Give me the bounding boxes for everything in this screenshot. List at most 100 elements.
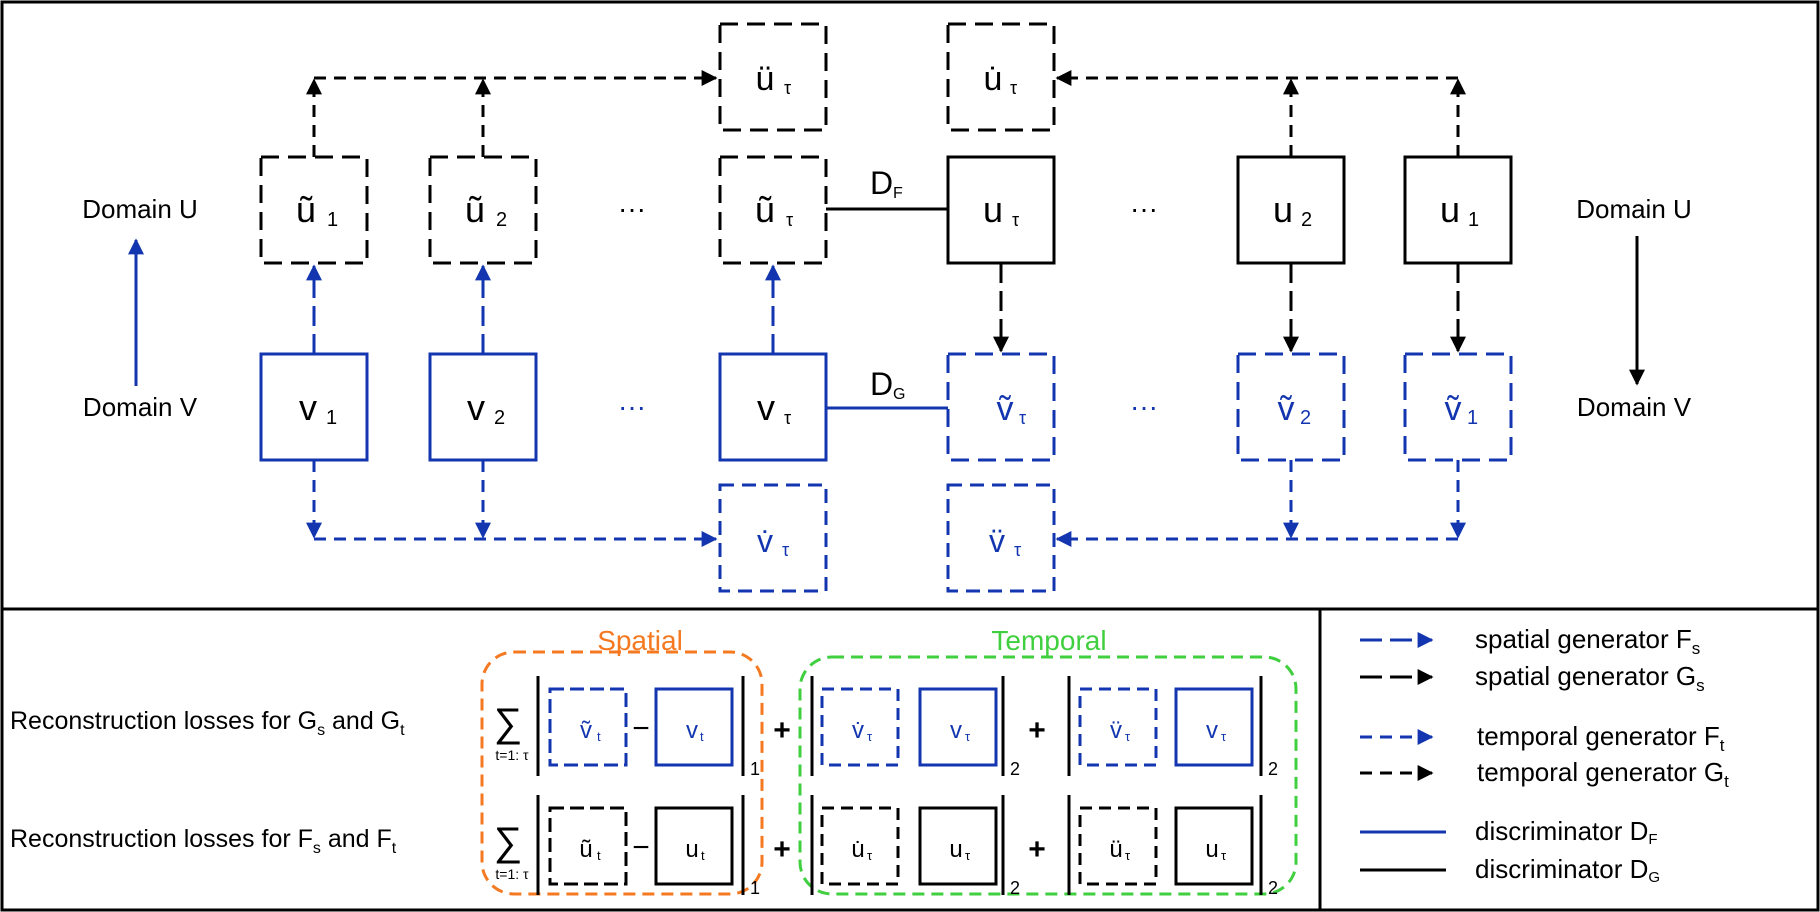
row2-box-u-dot-sub: τ	[867, 848, 873, 863]
legend: spatial generator F s spatial generator G…	[1360, 624, 1729, 886]
dg-label-main: D	[870, 366, 893, 402]
row2-box-u-a-sub: τ	[965, 848, 971, 863]
row1-norm2b-sub: 2	[1268, 759, 1278, 779]
row1-box-vt-main: v	[686, 717, 698, 744]
svg-text:discriminator DG: discriminator DG	[1475, 854, 1660, 886]
row2-norm2a-sub: 2	[1010, 878, 1020, 898]
row1-label-prefix: Reconstruction losses for G	[10, 707, 317, 735]
row1-norm1-sub: 1	[750, 759, 760, 779]
row2-label-s: s	[313, 840, 321, 857]
row1-plus-1: +	[773, 714, 791, 747]
legend-df-label: discriminator D	[1475, 816, 1648, 846]
box-u-1: u 1	[1403, 155, 1513, 265]
legend-temporal-g-sub: t	[1724, 772, 1729, 791]
row2-label-t: t	[392, 840, 397, 857]
box-v-ddot-tau-sub: τ	[1014, 540, 1021, 560]
row1-box-v-ddot-sub: τ	[1125, 729, 1131, 744]
domain-v-left-label: Domain V	[83, 392, 198, 422]
ellipsis-v-left: ···	[618, 391, 646, 422]
legend-spatial-g-sub: s	[1696, 676, 1705, 695]
temporal-g-arrows	[306, 70, 1466, 157]
svg-text:temporal generator Ft: temporal generator Ft	[1477, 721, 1725, 755]
row2-plus-2: +	[1028, 833, 1046, 866]
row2-box-u-ddot-main: ü	[1109, 836, 1122, 863]
box-u-tilde-2-main: ũ	[465, 189, 485, 230]
temporal-label: Temporal	[991, 625, 1106, 656]
row2-label-prefix: Reconstruction losses for F	[10, 825, 313, 853]
row2-box-u-b-sub: τ	[1221, 848, 1227, 863]
row1-box-v-ddot-main: v̈	[1110, 717, 1122, 744]
legend-discriminator-df: discriminator DF	[1360, 816, 1658, 848]
box-u-tau-main: u	[983, 189, 1003, 230]
row2-box-u-ddot	[1078, 806, 1158, 886]
box-v-dot-tau-main: v̇	[757, 523, 773, 559]
box-u-dot-tau-main: u̇	[984, 60, 1003, 98]
box-u-dot-tau-sub: τ	[1010, 78, 1017, 98]
legend-temporal-g: temporal generator Gt	[1360, 757, 1729, 791]
legend-discriminator-dg: discriminator DG	[1360, 854, 1660, 886]
temporal-f-arrows	[306, 460, 1466, 547]
box-v-tilde-tau-sub: τ	[1019, 408, 1026, 428]
row1-box-v-ddot	[1078, 687, 1158, 767]
row2-sum-range: t=1: τ	[495, 866, 529, 882]
legend-spatial-f-label: spatial generator F	[1475, 624, 1692, 654]
box-u-tilde-tau-sub: τ	[786, 210, 793, 230]
box-v-tilde-tau-main: ṽ	[997, 390, 1014, 428]
dg-label-sub: G	[893, 386, 905, 403]
row1-label-t: t	[400, 722, 405, 739]
row1-box-vt-tilde	[548, 687, 628, 767]
box-u-tilde-tau: ũ τ	[718, 155, 828, 265]
row2-box-u-a	[918, 806, 998, 886]
row2-label: Reconstruction losses for Fs and Ft	[10, 825, 397, 857]
box-v-tau-sub: τ	[784, 408, 791, 428]
row1-plus-2: +	[1028, 714, 1046, 747]
row2-sum-sign: ∑	[494, 820, 523, 864]
box-u-tilde-1-sub: 1	[327, 209, 338, 231]
box-v-tilde-1: ṽ 1	[1403, 352, 1513, 462]
legend-temporal-f: temporal generator Ft	[1360, 721, 1725, 755]
box-v-2-sub: 2	[494, 407, 505, 429]
box-u-tilde-2-sub: 2	[496, 209, 507, 231]
row2-box-u-b-main: u	[1205, 836, 1218, 863]
ellipsis-u-left: ···	[618, 193, 646, 224]
row2-box-ut-sub: t	[701, 848, 705, 863]
box-u-ddot-tau-main: ü	[756, 60, 775, 98]
box-u-tilde-2: ũ 2	[428, 155, 538, 265]
df-label-main: D	[870, 165, 893, 201]
row2-box-ut-main: u	[685, 836, 698, 863]
box-u-ddot-tau-sub: τ	[784, 78, 791, 98]
spatial-g-arrows	[993, 263, 1466, 353]
box-u-dot-tau: u̇ τ	[946, 22, 1056, 132]
row2-box-u-ddot-sub: τ	[1125, 848, 1131, 863]
row2-plus-1: +	[773, 833, 791, 866]
legend-temporal-g-label: temporal generator G	[1477, 757, 1724, 787]
row1-box-v-b	[1174, 687, 1254, 767]
row1-box-v-b-sub: τ	[1221, 729, 1227, 744]
row2-minus: −	[632, 831, 650, 864]
row2-box-u-dot	[820, 806, 900, 886]
row2-box-ut-tilde-sub: t	[597, 848, 601, 863]
box-v-tilde-2-main: ṽ	[1278, 390, 1295, 428]
svg-text:discriminator DF: discriminator DF	[1475, 816, 1658, 848]
box-v-tilde-1-main: ṽ	[1445, 390, 1462, 428]
box-v-dot-tau: v̇ τ	[718, 483, 828, 593]
box-u-tau: u τ	[946, 155, 1056, 265]
domain-u-right-label: Domain U	[1576, 194, 1692, 224]
box-v-tilde-2: ṽ 2	[1236, 352, 1346, 462]
row2-box-ut	[654, 806, 734, 886]
row1-minus: −	[632, 712, 650, 745]
row2-norm2b-sub: 2	[1268, 878, 1278, 898]
domain-u-left-label: Domain U	[82, 194, 198, 224]
svg-text:spatial generator Gs: spatial generator Gs	[1475, 661, 1705, 695]
row1-box-v-dot	[820, 687, 900, 767]
svg-text:Reconstruction losses for Gs a: Reconstruction losses for Gs and Gt	[10, 707, 405, 739]
legend-temporal-f-sub: t	[1720, 736, 1725, 755]
legend-df-sub: F	[1648, 831, 1657, 848]
box-u-2-main: u	[1273, 189, 1293, 230]
row1-norm2a-sub: 2	[1010, 759, 1020, 779]
legend-spatial-g: spatial generator Gs	[1360, 661, 1705, 695]
row2-box-u-dot-main: u̇	[851, 836, 864, 863]
box-u-1-main: u	[1440, 189, 1460, 230]
spatial-f-arrows	[306, 264, 781, 354]
